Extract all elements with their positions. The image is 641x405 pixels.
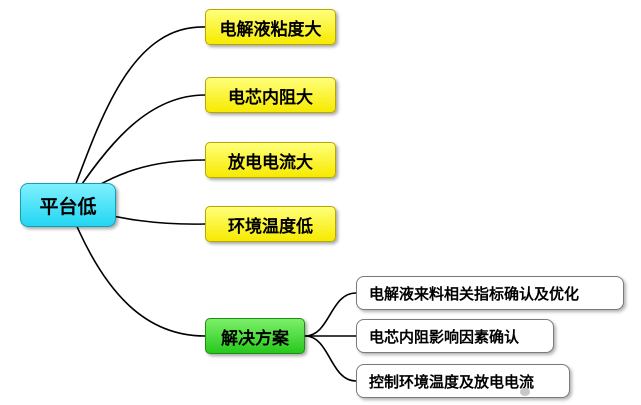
solution-item-temperature-current[interactable]: 控制环境温度及放电电流: [356, 364, 570, 398]
connector-solution-to-item-3: [304, 335, 357, 382]
solution-item-label: 电芯内阻影响因素确认: [369, 327, 520, 346]
cause-node-discharge-current[interactable]: 放电电流大: [205, 142, 336, 178]
solution-item-label: 电解液来料相关指标确认及优化: [369, 284, 580, 303]
cause-node-internal-resistance[interactable]: 电芯内阻大: [205, 77, 336, 113]
connector-root-to-solution: [67, 204, 206, 337]
watermark: [520, 388, 530, 396]
cause-label: 电芯内阻大: [228, 87, 313, 108]
solution-item-resistance[interactable]: 电芯内阻影响因素确认: [356, 319, 554, 353]
connector-root-to-cause-2: [67, 94, 206, 206]
solution-item-electrolyte[interactable]: 电解液来料相关指标确认及优化: [356, 276, 624, 310]
cause-node-ambient-temperature[interactable]: 环境温度低: [205, 206, 336, 242]
solution-item-label: 控制环境温度及放电电流: [369, 372, 535, 391]
connector-root-to-cause-1: [67, 26, 206, 206]
cause-label: 环境温度低: [228, 216, 313, 237]
solution-node[interactable]: 解决方案: [205, 318, 305, 354]
cause-label: 放电电流大: [228, 152, 313, 173]
root-node[interactable]: 平台低: [20, 183, 116, 227]
connector-solution-to-item-1: [304, 292, 357, 337]
watermark-icon: [520, 388, 530, 396]
cause-label: 电解液粘度大: [219, 19, 322, 40]
root-label: 平台低: [39, 195, 97, 218]
cause-node-electrolyte-viscosity[interactable]: 电解液粘度大: [205, 9, 336, 45]
solution-label: 解决方案: [221, 328, 289, 349]
